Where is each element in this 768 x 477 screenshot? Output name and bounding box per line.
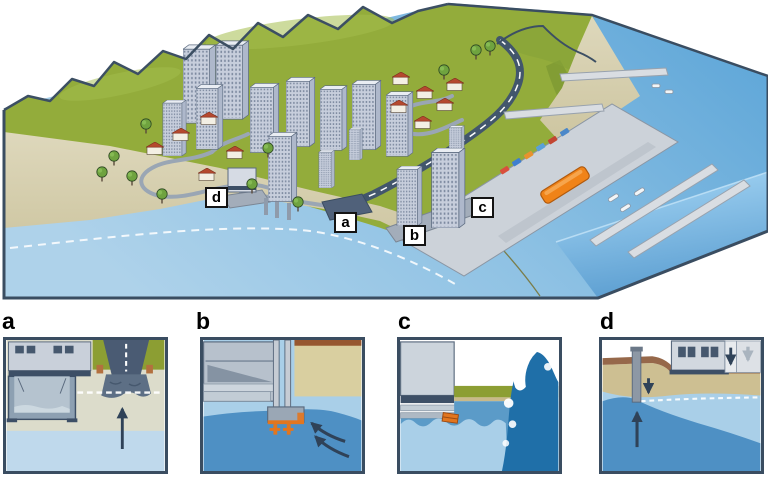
flood-water <box>400 418 508 471</box>
embankment-left <box>96 364 104 374</box>
map-label-d: d <box>205 187 228 208</box>
embankment-right <box>146 364 153 374</box>
block-outlines <box>2 2 768 300</box>
panel-letter-b: b <box>196 308 211 334</box>
small-boats <box>608 83 674 212</box>
panel-a-groundwater-rise <box>3 337 168 474</box>
windows <box>15 345 74 354</box>
foundation-piles <box>264 198 291 220</box>
panel-letter-a: a <box>2 308 15 334</box>
floating-debris <box>441 412 459 424</box>
breaking-wave-icon <box>501 349 559 471</box>
water-table-dashed-line <box>640 396 761 403</box>
cargo-ship-icon <box>540 166 590 204</box>
panel-letter-d: d <box>600 308 615 334</box>
shallow-water-dashed-line <box>9 227 456 285</box>
cracks <box>17 378 67 394</box>
building-structure <box>203 341 279 402</box>
arrows <box>631 346 754 448</box>
panel-letter-c: c <box>398 308 411 334</box>
quay-building <box>400 341 461 419</box>
road-ramp <box>103 340 150 380</box>
road-underpass <box>77 340 165 398</box>
pier <box>627 179 751 259</box>
breakwater <box>503 103 605 120</box>
coastal-land <box>454 385 559 398</box>
basement-floor-water <box>14 405 70 413</box>
harbor <box>397 67 751 277</box>
windows <box>678 346 719 358</box>
soil-block <box>294 340 362 397</box>
extraction-well <box>630 346 643 403</box>
panel-b-foundation-corrosion <box>200 337 365 474</box>
panel-d-saltwater-intrusion <box>599 337 764 474</box>
panel-c-tsunami-wave <box>397 337 562 474</box>
isometric-city-scene <box>2 2 768 300</box>
seawater-intrusion-arrow-icons <box>310 421 350 459</box>
parked-cars <box>499 128 570 175</box>
ramp <box>207 364 273 383</box>
corrosion <box>267 412 305 435</box>
map-label-c: c <box>471 197 494 218</box>
groundwater <box>6 430 165 471</box>
breakwater <box>559 67 669 82</box>
pier <box>589 163 719 247</box>
map-label-a: a <box>334 212 357 233</box>
building-with-basement <box>6 341 92 423</box>
map-label-b: b <box>403 225 426 246</box>
